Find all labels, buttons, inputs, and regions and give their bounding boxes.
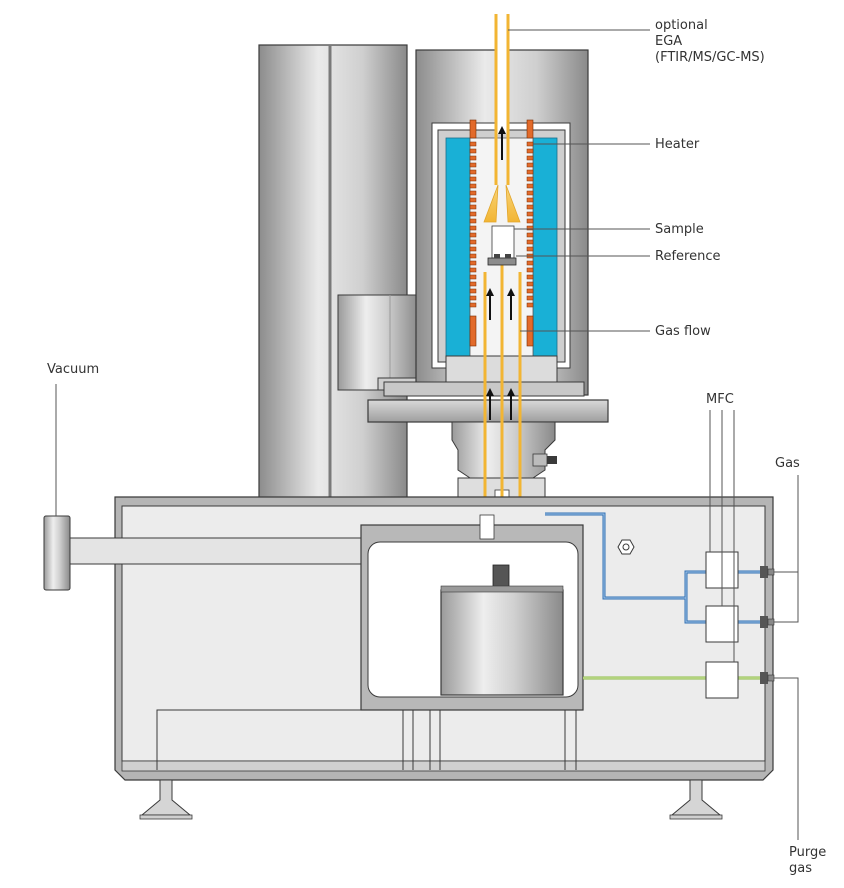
heater-winding <box>526 190 534 196</box>
heater-winding <box>469 148 477 154</box>
gas-flow-label: Gas flow <box>655 324 711 339</box>
heater-winding <box>526 141 534 147</box>
heater-winding <box>526 232 534 238</box>
leader-lines <box>55 29 799 840</box>
heater-winding <box>469 211 477 217</box>
heater-winding <box>469 176 477 182</box>
sample-label: Sample <box>655 222 704 237</box>
balance-column <box>258 44 419 501</box>
heater-winding <box>469 260 477 266</box>
heater-winding <box>469 169 477 175</box>
vacuum-port <box>43 515 365 591</box>
heater-winding <box>526 302 534 308</box>
heater-winding <box>526 176 534 182</box>
heater-winding <box>526 155 534 161</box>
reference-label: Reference <box>655 249 720 264</box>
balance-chamber <box>156 514 584 770</box>
heater-winding <box>469 267 477 273</box>
heater-winding <box>526 204 534 210</box>
heater-winding <box>469 218 477 224</box>
heater-winding <box>526 197 534 203</box>
purge-label-line1: Purge <box>789 845 826 860</box>
heater-winding <box>469 232 477 238</box>
up-arrow-icon <box>486 126 515 420</box>
heater-winding <box>526 169 534 175</box>
labels: optional EGA (FTIR/MS/GC-MS) Heater Samp… <box>47 18 826 876</box>
heater-winding <box>526 288 534 294</box>
heater-winding <box>526 148 534 154</box>
heater-winding <box>469 155 477 161</box>
sample-holder <box>487 225 517 266</box>
heater-winding <box>469 190 477 196</box>
ega-label-line3: (FTIR/MS/GC-MS) <box>655 50 765 65</box>
heater-winding <box>526 267 534 273</box>
heater-winding <box>526 246 534 252</box>
heater-label: Heater <box>655 137 700 152</box>
mfc-units <box>705 410 739 699</box>
heater-winding <box>469 246 477 252</box>
gas-label: Gas <box>775 456 800 471</box>
heater-winding <box>469 281 477 287</box>
heater-winding <box>526 295 534 301</box>
hex-nut-icon <box>617 539 635 555</box>
heater-winding <box>526 281 534 287</box>
heater-winding <box>469 183 477 189</box>
heater-winding <box>469 204 477 210</box>
purge-label-line2: gas <box>789 861 812 876</box>
heater-winding <box>526 274 534 280</box>
heater-winding <box>469 225 477 231</box>
heater-winding <box>469 141 477 147</box>
heater-winding <box>469 162 477 168</box>
ega-label-line2: EGA <box>655 34 682 49</box>
heater-winding <box>526 239 534 245</box>
heater-winding <box>526 260 534 266</box>
side-port-icon <box>547 456 557 464</box>
insulation-left <box>445 137 471 357</box>
heater-coil-left <box>469 141 477 308</box>
heater-winding <box>526 211 534 217</box>
heater-winding <box>469 274 477 280</box>
heater-winding <box>469 253 477 259</box>
heater-winding <box>526 183 534 189</box>
ega-label-line1: optional <box>655 18 708 33</box>
gas-line-highlight <box>545 513 760 623</box>
insulation-right <box>532 137 558 357</box>
heater-winding <box>469 302 477 308</box>
mfc-label: MFC <box>706 392 734 407</box>
gas-tube <box>483 14 522 565</box>
heater-winding <box>526 162 534 168</box>
vacuum-label: Vacuum <box>47 362 99 377</box>
heater-winding <box>526 218 534 224</box>
heater-winding <box>469 197 477 203</box>
flange-plate <box>367 399 609 423</box>
heater-winding <box>469 288 477 294</box>
heater-winding <box>469 239 477 245</box>
heater-winding <box>469 295 477 301</box>
heater-winding <box>526 225 534 231</box>
